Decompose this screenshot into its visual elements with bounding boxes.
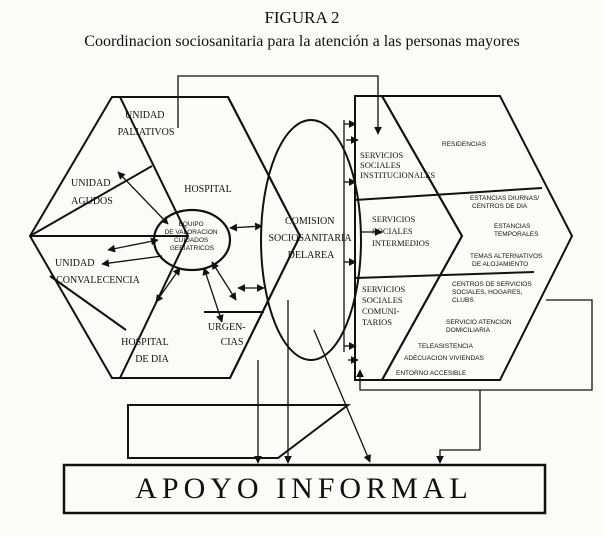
estancias-temporales-label: ESTANCIAS TEMPORALES (494, 223, 539, 238)
arrow-comision-apoyo (313, 329, 371, 463)
arrow-right-to-apoyo (436, 390, 481, 464)
figure-label: FIGURA 2 (264, 8, 340, 27)
arrow-outer-loop-right (356, 299, 593, 391)
arrow-equipo-urgencias2 (211, 261, 237, 301)
temas-alternativos-label: TEMAS ALTERNATIVOS DE ALOJAMIENTO (470, 253, 544, 268)
arrow-equipo-convalecencia2 (101, 255, 163, 267)
hospital-de-dia-label: HOSPITAL DE DIA (121, 337, 171, 365)
arrow-equipo-hdia (155, 267, 181, 303)
connector-arrows (101, 75, 593, 464)
residencias-label: RESIDENCIAS (442, 141, 487, 148)
entorno-accesible-label: ENTORNO ACCESIBLE (396, 370, 467, 377)
apoyo-informal-box (62, 463, 547, 515)
servicios-divider-2 (354, 271, 535, 279)
servicios-comunitarios-label: SERVICIOS SOCIALES COMUNI- TARIOS (362, 284, 407, 327)
hospital-outer-shape (28, 96, 302, 379)
arrow-equipo-comision (229, 222, 263, 232)
apoyo-informal-label: APOYO INFORMAL (135, 472, 473, 505)
arrow-agudos-equipo (117, 171, 169, 225)
adecuacion-viviendas-label: ADECUACION VIVIENDAS (404, 355, 484, 362)
servicios-institucionales-label: SERVICIOS SOCIALES INSTITUCIONALES (360, 150, 435, 180)
arrow-convalecencia-equipo (107, 237, 159, 253)
unidad-convalecencia-label: UNIDAD CONVALECENCIA (55, 258, 141, 286)
servicios-divider-1 (354, 187, 543, 201)
arrow-top-loop (177, 75, 382, 135)
urgencias-label: URGEN- CIAS (208, 322, 248, 348)
hospital-block (28, 96, 302, 379)
arrow-equipo-urgencias (202, 267, 224, 323)
comision-label: COMISION SOCIOSANITARIA DELAREA (268, 216, 353, 261)
servicios-intermedios-label: SERVICIOS SOCIALES INTERMEDIOS (372, 214, 430, 248)
unidad-agudos-label: UNIDAD AGUDOS (71, 178, 113, 207)
hospital-label: HOSPITAL (184, 184, 232, 195)
comision-ellipse (260, 119, 362, 361)
figure-caption: Coordinacion sociosanitaria para la aten… (84, 33, 520, 50)
estancias-diurnas-label: ESTANCIAS DIURNAS/ CENTROS DE DIA (470, 195, 541, 210)
centros-servicios-label: CENTROS DE SERVICIOS SOCIALES, HOGARES, … (452, 281, 534, 304)
unidad-paliativos-label: UNIDAD PALIATIVOS (118, 110, 175, 138)
servicio-atencion-label: SERVICIO ATENCION DOMICILIARIA (446, 319, 513, 334)
equipo-valoracion-label: EQUIPO DE VALORACION CUIDADOS GERIATRICO… (165, 221, 220, 252)
teleasistencia-label: TELEASISTENCIA (418, 343, 474, 350)
hospital-divider-bottom (49, 275, 127, 331)
comunidad-parallelogram (127, 404, 351, 459)
